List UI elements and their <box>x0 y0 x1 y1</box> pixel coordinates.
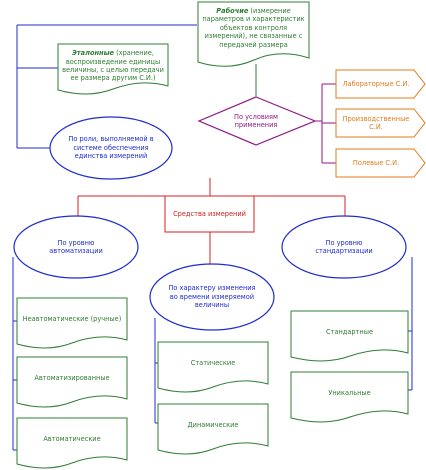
field-arrow-shape <box>335 148 426 178</box>
standard-label: По уровню стандартизации <box>315 238 373 255</box>
character-item-dynamic: Динамические <box>187 420 239 429</box>
etalon-doc-shape <box>57 43 169 95</box>
dynamic-doc-shape <box>157 403 269 455</box>
manual-doc-shape <box>16 297 128 349</box>
working-label: Рабочие (измерение параметров и характер… <box>199 3 308 53</box>
character-ellipse <box>149 263 275 331</box>
automation-item-automated: Автоматизированные <box>34 373 110 382</box>
working-term: Рабочие <box>216 6 249 15</box>
character-label: По характеру изменения во времени измеря… <box>168 284 256 310</box>
etalon-label: Эталонные (хранение, воспроизведение еди… <box>59 45 167 87</box>
unique-doc-shape <box>290 371 409 423</box>
conditions-label: По условиям применения <box>234 112 278 129</box>
lab-arrow-shape <box>335 69 426 99</box>
automation-label: По уровню автоматизации <box>49 238 103 255</box>
standard-ellipse <box>281 215 407 279</box>
automatic-doc-shape <box>16 417 128 469</box>
role-ellipse <box>49 116 173 180</box>
character-item-static: Статические <box>190 358 236 367</box>
working-desc: (измерение параметров и характеристик об… <box>202 6 305 49</box>
conditions-item-lab: Лабораторные С.И. <box>342 79 410 88</box>
etalon-term: Эталонные <box>72 49 115 58</box>
automated-doc-shape <box>16 356 128 408</box>
automation-ellipse <box>13 215 139 279</box>
automation-item-automatic: Автоматические <box>43 434 101 443</box>
standard-item-standard: Стандартные <box>326 327 373 336</box>
industrial-arrow-shape <box>335 108 426 138</box>
standard-item-unique: Уникальные <box>328 388 371 397</box>
etalon-desc: (хранение, воспроизведение единицы велич… <box>62 49 164 83</box>
conditions-item-industrial: Производственные С.И. <box>342 114 410 131</box>
static-doc-shape <box>157 341 269 393</box>
center-label: Средства измерений <box>173 209 246 218</box>
center-box <box>164 195 255 233</box>
conditions-diamond <box>197 96 317 146</box>
conditions-item-field: Полевые С.И. <box>352 158 400 167</box>
standard-doc-shape <box>290 310 409 362</box>
automation-item-manual: Неавтоматические (ручные) <box>22 314 122 323</box>
working-doc-shape <box>197 1 310 67</box>
role-label: По роли, выполняемой в системе обеспечен… <box>68 135 154 161</box>
